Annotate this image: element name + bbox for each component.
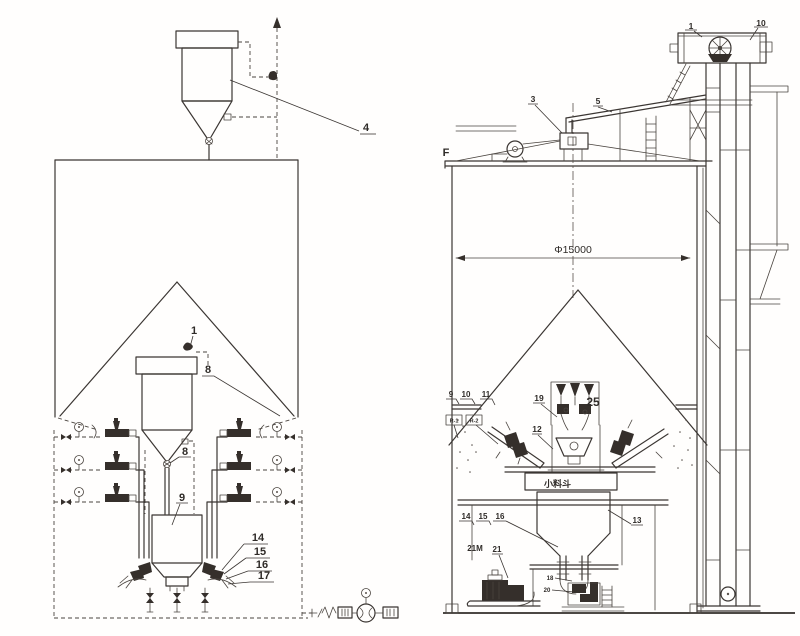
pipe-support-frame <box>689 97 707 162</box>
valve-row-right-1 <box>216 418 302 559</box>
control-dashed-lines <box>232 17 281 160</box>
valve-row-right-2 <box>211 451 302 559</box>
inner-cone-elevation <box>448 289 708 473</box>
weigh-hopper <box>547 424 605 473</box>
inner-cyclone <box>135 342 209 515</box>
callout-18: 18 <box>547 576 554 582</box>
section-mark-f: F <box>443 147 450 159</box>
callout-21m: 21M <box>467 544 483 553</box>
callout-8-upper: 8 <box>205 364 211 376</box>
callout-9: 9 <box>179 492 185 504</box>
concrete-stipple <box>455 419 693 473</box>
callout-8-apex: 8 <box>182 446 188 458</box>
callout-14: 14 <box>252 532 265 544</box>
callout-19: 19 <box>534 393 544 403</box>
hopper-caption: 小料斗 <box>543 478 571 489</box>
bin-fluidizers <box>117 562 237 589</box>
callout-10r: 10 <box>462 390 471 399</box>
silo-shell <box>444 160 713 614</box>
callout-21: 21 <box>493 545 502 554</box>
right-leader-lines <box>445 26 768 593</box>
service-ladder <box>601 585 613 608</box>
caption-box <box>504 466 656 491</box>
dust-collector <box>175 30 239 161</box>
left-leader-lines <box>169 79 376 585</box>
left-labels: 4 1 8 8 9 14 15 16 17 <box>179 122 370 582</box>
callout-25: 25 <box>586 395 600 409</box>
valve-row-left-1 <box>54 418 140 559</box>
callout-9r: 9 <box>449 390 454 399</box>
elevator-boot <box>697 586 761 612</box>
filter-cluster <box>550 381 600 431</box>
right-chute <box>610 419 669 469</box>
inner-cone <box>59 281 295 439</box>
roof-equipment <box>455 94 707 163</box>
callout-15: 15 <box>254 546 266 558</box>
callout-11r: 11 <box>482 390 491 399</box>
callout-elevator-1: 1 <box>689 21 694 31</box>
silo-outline <box>54 159 299 431</box>
dimension-text: Φ15000 <box>554 244 592 256</box>
vent-valve-icon <box>268 71 278 81</box>
side-brackets <box>749 85 789 305</box>
valve-row-left-2 <box>54 451 145 559</box>
callout-16: 16 <box>256 559 268 571</box>
left-chute <box>487 421 545 469</box>
valve-row-left-3 <box>54 483 150 559</box>
discharge-unit <box>529 564 625 612</box>
callout-12: 12 <box>532 424 542 434</box>
callout-13: 13 <box>633 516 642 525</box>
callout-16r: 16 <box>496 512 505 521</box>
central-feeder-assembly <box>487 381 669 491</box>
arrow-up-icon <box>273 17 281 28</box>
air-supply-train <box>302 588 399 623</box>
right-labels: 1 10 3 5 F Φ15000 9 10 11 R-1 R-2 19 25 … <box>443 18 766 594</box>
bottom-valves <box>146 587 209 613</box>
bucket-elevator <box>665 32 789 612</box>
right-elevation: 1 10 3 5 F Φ15000 9 10 11 R-1 R-2 19 25 … <box>443 18 795 614</box>
callout-elevator-10: 10 <box>756 18 766 28</box>
gallery-ladder <box>645 115 657 162</box>
left-schematic: 4 1 8 8 9 14 15 16 17 <box>53 17 399 623</box>
head-ladder <box>665 63 753 106</box>
tag-r2: R-2 <box>470 419 479 425</box>
callout-17: 17 <box>258 570 270 582</box>
callout-15r: 15 <box>479 512 488 521</box>
valve-row-right-3 <box>206 483 302 559</box>
motor-pump-unit <box>466 569 541 607</box>
callout-20: 20 <box>544 588 551 594</box>
callout-5: 5 <box>596 96 601 106</box>
callout-1: 1 <box>191 325 197 337</box>
callout-3: 3 <box>531 94 536 104</box>
callout-4: 4 <box>363 122 370 134</box>
dashed-enclosure <box>53 430 308 619</box>
surge-bin <box>151 514 203 592</box>
callout-14r: 14 <box>462 512 471 521</box>
lower-hopper-assembly <box>457 491 669 611</box>
tag-r1: R-1 <box>450 419 459 425</box>
